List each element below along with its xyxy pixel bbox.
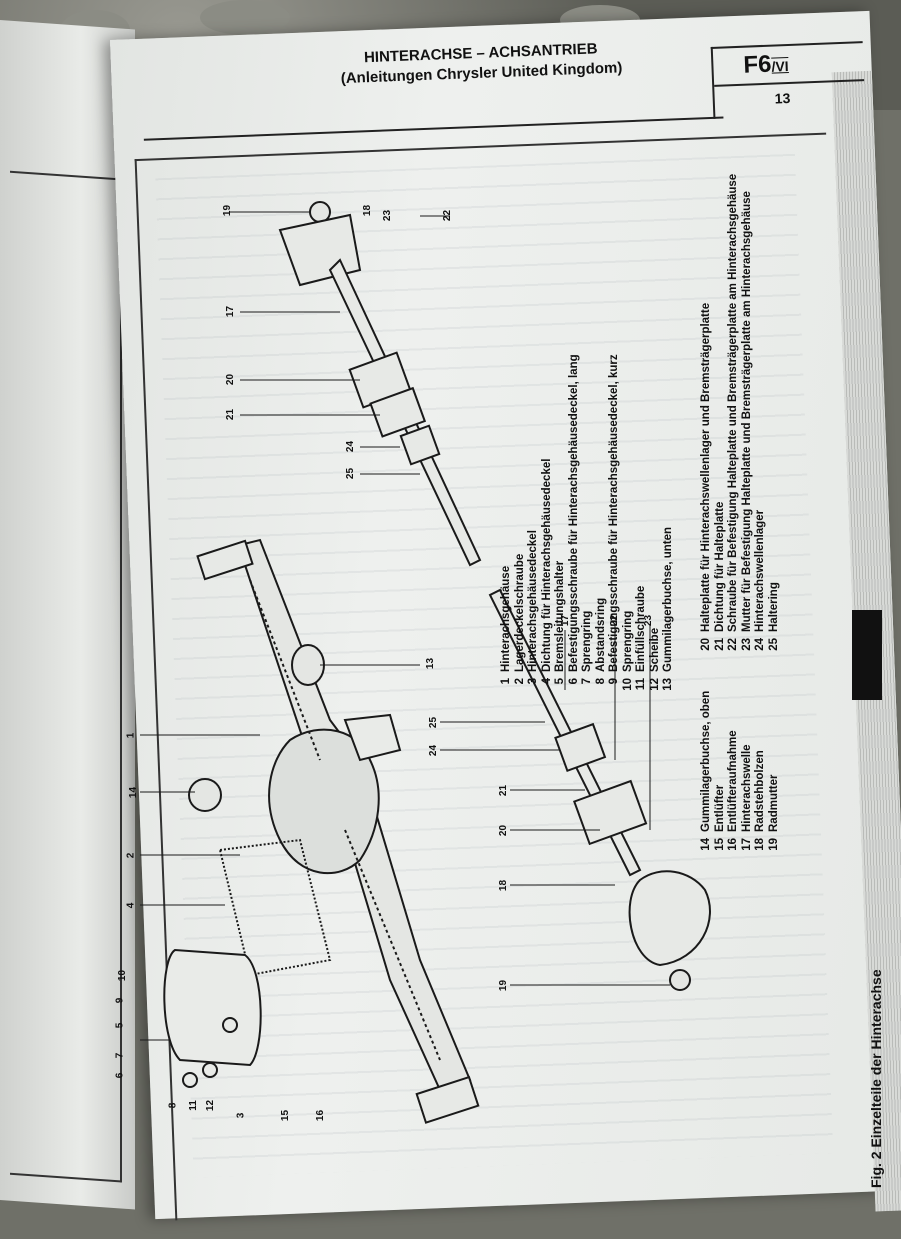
cover-and-gasket <box>163 838 332 1088</box>
legend-row: 1Hinterachsgehäuse <box>500 565 512 685</box>
callout-12: 12 <box>205 1099 217 1112</box>
callout-4: 4 <box>125 902 137 909</box>
callout-19-lower: 19 <box>498 979 510 992</box>
legend-row: 6Befestigungsschraube für Hinterachsgehä… <box>567 354 580 685</box>
legend-row: 25Haltering <box>767 582 780 651</box>
callout-18-lower: 18 <box>498 879 510 892</box>
callout-22: 22 <box>442 209 454 222</box>
callout-5: 5 <box>114 1022 126 1029</box>
callout-9: 9 <box>114 997 126 1004</box>
thumb-index-tab <box>852 610 882 700</box>
legend-row: 2Lagerdeckelschraube <box>513 553 526 685</box>
callout-18: 18 <box>362 204 374 217</box>
axle-housing <box>196 538 480 1124</box>
stone <box>200 0 290 35</box>
callout-23: 23 <box>382 209 394 222</box>
legend-row: 16Entlüfteraufnahme <box>727 730 739 851</box>
callout-20: 20 <box>225 373 237 386</box>
legend-row: 15Entlüfter <box>713 784 726 851</box>
callout-16: 16 <box>315 1109 327 1122</box>
legend-row: 9Befestigungsschraube für Hinterachsgehä… <box>608 354 620 685</box>
callout-2: 2 <box>125 852 137 859</box>
callout-21: 21 <box>225 408 237 421</box>
legend-row: 13Gummilagerbuchse, unten <box>662 526 674 691</box>
legend-row: 24Hinterachswellenlager <box>754 509 766 651</box>
exploded-axle-diagram <box>140 201 711 1124</box>
half-shaft-lower <box>488 588 711 967</box>
legend-row: 12Scheibe <box>648 627 661 691</box>
callout-19: 19 <box>222 204 234 217</box>
legend-row: 23Mutter für Befestigung Halteplatte und… <box>740 191 753 651</box>
legend-column-3: 20Halteplatte für Hinterachswellenlager … <box>700 174 781 660</box>
callout-14: 14 <box>128 786 140 799</box>
legend-row: 8Abstandsring <box>594 597 607 685</box>
callout-1: 1 <box>125 732 137 739</box>
legend-row: 5Bremsleitungshalter <box>554 560 566 685</box>
half-shaft-upper <box>278 213 482 567</box>
callout-20-lower: 20 <box>498 824 510 837</box>
legend-row: 17Hinterachswelle <box>740 744 753 851</box>
callout-24-lower: 24 <box>428 744 440 757</box>
legend-row: 20Halteplatte für Hinterachswellenlager … <box>700 302 712 651</box>
legend-row: 4Dichtung für Hinterachsgehäusedeckel <box>540 458 553 685</box>
leader-lines <box>140 211 670 1041</box>
legend-row: 7Sprengring <box>581 610 593 685</box>
figure-caption: Fig. 2 Einzelteile der Hinterachse <box>868 969 884 1188</box>
callout-6: 6 <box>114 1072 126 1079</box>
callout-25-lower: 25 <box>428 716 440 729</box>
legend-row: 19Radmutter <box>767 774 780 851</box>
callout-13: 13 <box>425 657 437 670</box>
callout-11: 11 <box>187 1100 199 1111</box>
legend-row: 21Dichtung für Halteplatte <box>713 501 726 651</box>
legend-row: 22Schraube für Befestigung Halteplatte u… <box>727 173 739 651</box>
callout-24: 24 <box>345 440 357 453</box>
callout-17: 17 <box>225 305 237 318</box>
callout-21-lower: 21 <box>498 784 510 797</box>
callout-25: 25 <box>345 467 357 480</box>
callout-3: 3 <box>235 1112 247 1119</box>
callout-10: 10 <box>117 969 129 982</box>
legend-row: 10Sprengring <box>621 610 634 691</box>
legend-row: 18Radstehbolzen <box>754 750 766 851</box>
legend-row: 3Hinterachsgehäusedeckel <box>527 530 539 685</box>
callout-8: 8 <box>167 1102 179 1109</box>
callout-7: 7 <box>114 1052 126 1059</box>
legend-row: 11Einfüllschraube <box>635 585 647 691</box>
legend-column-2: 14Gummilagerbuchse, oben 15Entlüfter 16E… <box>700 691 781 860</box>
legend-column-1: 1Hinterachsgehäuse 2Lagerdeckelschraube … <box>500 354 676 700</box>
callout-15: 15 <box>280 1109 292 1122</box>
legend-row: 14Gummilagerbuchse, oben <box>700 690 712 851</box>
